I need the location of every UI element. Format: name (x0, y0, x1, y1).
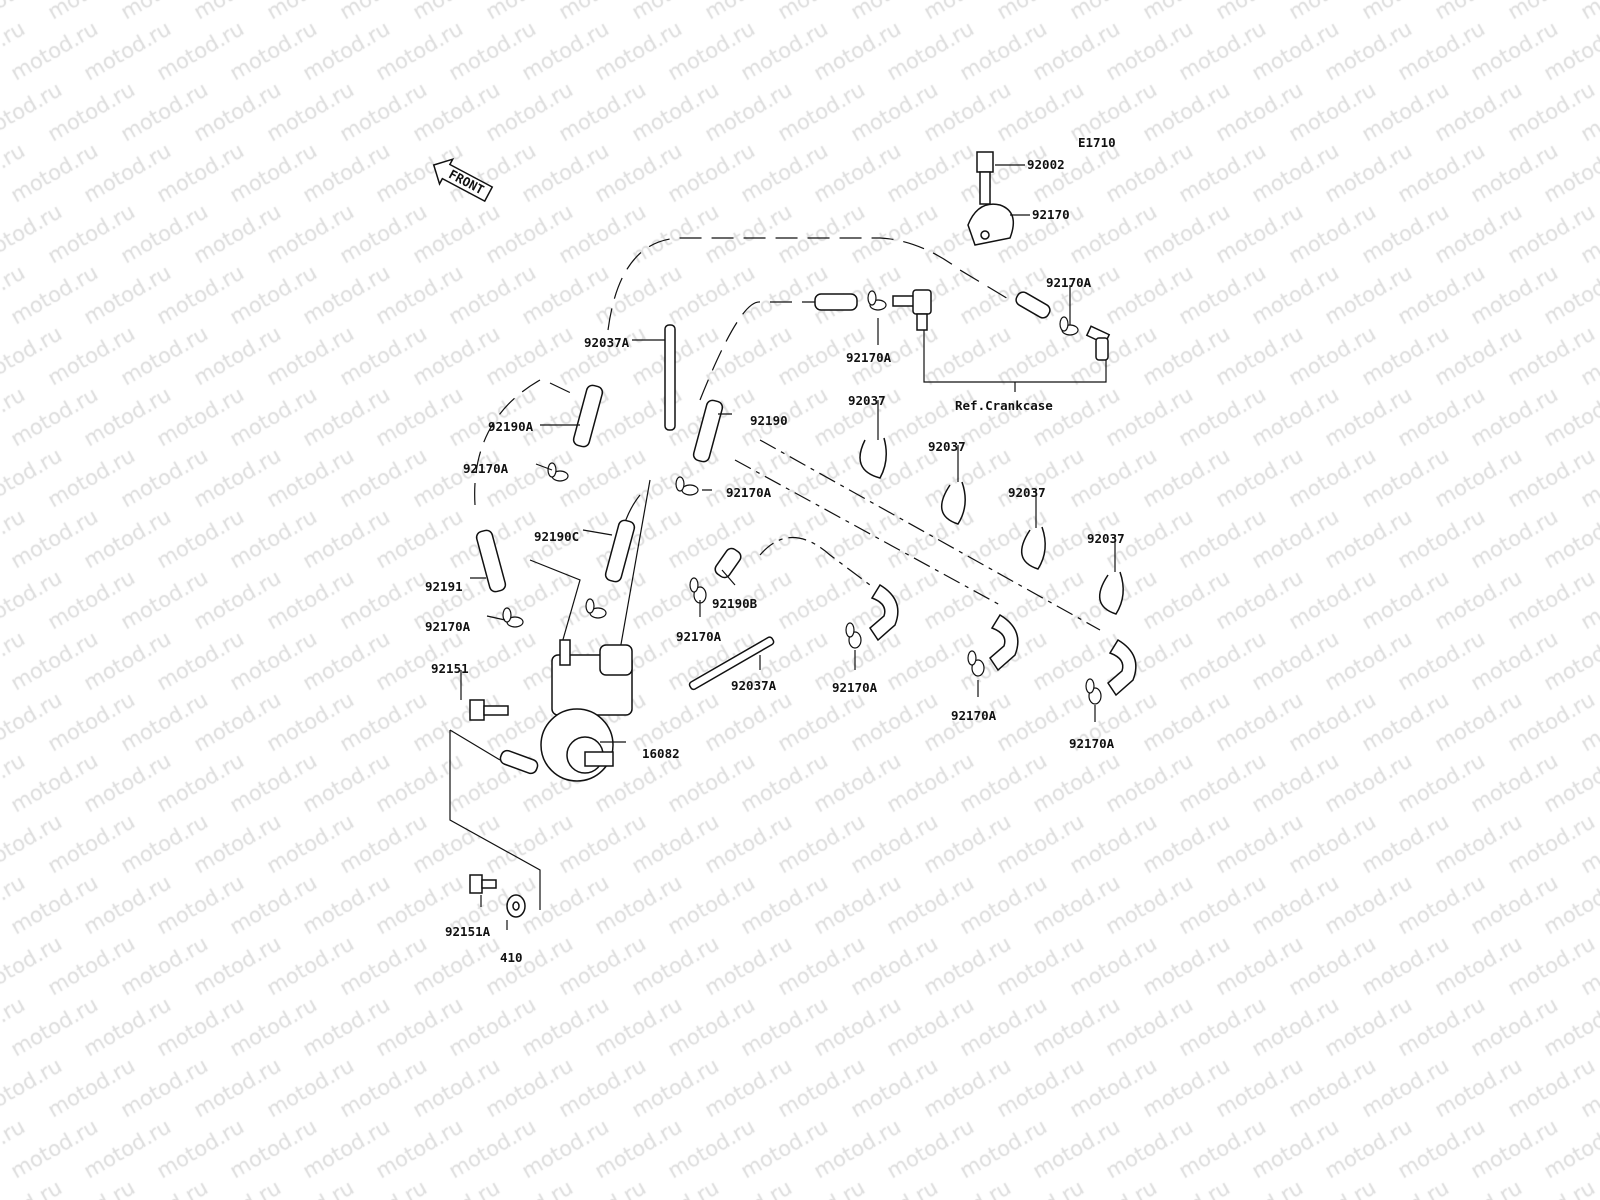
label-16082[interactable]: 16082 (642, 746, 680, 761)
label-92170A[interactable]: 92170A (425, 619, 471, 634)
hose-92190B (714, 547, 742, 579)
routing-line (474, 379, 541, 506)
bracket-line (449, 729, 541, 910)
fuel-pump-16082 (499, 639, 633, 782)
ref-bracket (923, 318, 1107, 392)
label-92190[interactable]: 92190 (750, 413, 788, 428)
clip-icons (502, 290, 1102, 705)
elbow-hose (869, 583, 899, 642)
label-92170A[interactable]: 92170A (1046, 275, 1092, 290)
label-410[interactable]: 410 (500, 950, 523, 965)
routing-line (529, 559, 581, 651)
screw-92151A (469, 874, 497, 894)
washer-410 (506, 894, 526, 918)
diagram-code: E1710 (1078, 135, 1116, 150)
bolt-92151 (469, 699, 509, 721)
routing-line (607, 237, 1011, 331)
clamp-hole (980, 230, 990, 240)
bolt-92002 (976, 151, 994, 205)
clamp-92037 (859, 437, 887, 479)
label-92037[interactable]: 92037 (1008, 485, 1046, 500)
front-label: FRONT (446, 166, 486, 197)
leader-lines (460, 164, 1116, 930)
strap-92037A (664, 324, 676, 431)
label-92190A[interactable]: 92190A (488, 419, 534, 434)
routing-line (549, 382, 576, 396)
clamp-92037 (1099, 571, 1124, 615)
routing-line (699, 301, 815, 401)
elbow-hose (1107, 638, 1137, 697)
clamp-92037 (941, 481, 966, 525)
routing-line (734, 459, 1001, 606)
label-92170A[interactable]: 92170A (726, 485, 772, 500)
ref-crankcase-note: Ref.Crankcase (955, 398, 1053, 413)
label-92037A[interactable]: 92037A (731, 678, 777, 693)
label-92191[interactable]: 92191 (425, 579, 463, 594)
label-92037[interactable]: 92037 (1087, 531, 1125, 546)
routing-line (619, 479, 651, 651)
elbow-hose (989, 613, 1019, 672)
label-92037[interactable]: 92037 (848, 393, 886, 408)
label-92151A[interactable]: 92151A (445, 924, 491, 939)
label-92002[interactable]: 92002 (1027, 157, 1065, 172)
label-92037[interactable]: 92037 (928, 439, 966, 454)
tee-fitting (892, 289, 932, 331)
label-92151[interactable]: 92151 (431, 661, 469, 676)
label-92170A[interactable]: 92170A (1069, 736, 1115, 751)
front-arrow-icon: FRONT (432, 157, 494, 203)
routing-line (759, 536, 871, 586)
hose-segment (814, 293, 858, 311)
label-92170[interactable]: 92170 (1032, 207, 1070, 222)
label-92170A[interactable]: 92170A (676, 629, 722, 644)
label-92170A[interactable]: 92170A (832, 680, 878, 695)
label-92170A[interactable]: 92170A (951, 708, 997, 723)
label-92190C[interactable]: 92190C (534, 529, 579, 544)
label-92170A[interactable]: 92170A (846, 350, 892, 365)
hose-segment (1015, 291, 1051, 319)
clamp-92037 (1021, 526, 1046, 570)
label-92170A[interactable]: 92170A (463, 461, 509, 476)
hose-92190C (604, 519, 636, 583)
hose-92190A (572, 384, 604, 448)
label-92037A[interactable]: 92037A (584, 335, 630, 350)
label-92190B[interactable]: 92190B (712, 596, 758, 611)
elbow-fitting (1085, 325, 1111, 361)
routing-line (759, 439, 1101, 631)
clamp-92170 (967, 203, 1015, 246)
hose-92191 (475, 529, 507, 593)
strap-92037A-lower (688, 636, 775, 691)
hose-92190 (692, 399, 724, 463)
